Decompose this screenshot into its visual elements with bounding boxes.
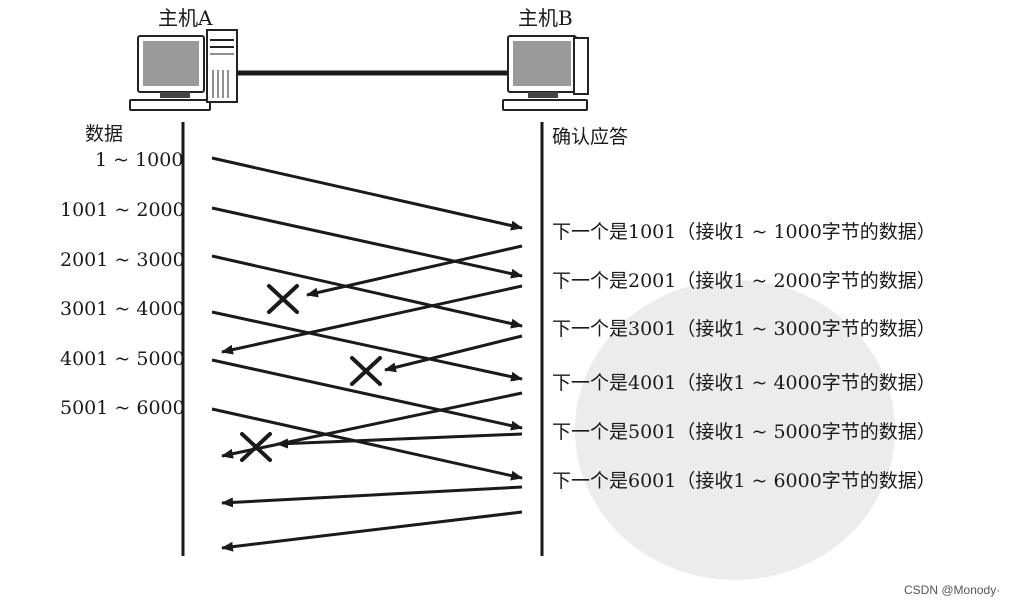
ack-label: 下一个是5001（接收1 ~ 5000字节的数据） (552, 421, 936, 443)
segment-label: 3001 ~ 4000 (60, 298, 185, 320)
data-arrow (211, 254, 523, 329)
host-a-computer-icon (129, 29, 238, 111)
ack-arrow (276, 432, 523, 449)
lost-ack-mark-icon (350, 356, 382, 386)
ack-arrows (221, 244, 523, 552)
data-arrows (211, 156, 523, 481)
ack-arrow (221, 391, 523, 459)
data-arrow (211, 206, 523, 279)
ack-label: 下一个是6001（接收1 ~ 6000字节的数据） (552, 470, 936, 492)
ack-label: 下一个是4001（接收1 ~ 4000字节的数据） (552, 372, 936, 394)
ack-arrow (221, 510, 523, 552)
host-b-computer-icon (502, 35, 589, 111)
data-arrow (211, 358, 523, 431)
segment-label: 1001 ~ 2000 (60, 199, 185, 221)
ack-arrow (384, 334, 523, 373)
segment-label: 1 ~ 1000 (95, 149, 183, 171)
segment-label: 5001 ~ 6000 (60, 397, 185, 419)
ack-column-title: 确认应答 (552, 126, 628, 148)
data-arrow (211, 156, 523, 231)
data-arrow (211, 407, 523, 481)
host-a-label: 主机A (158, 6, 213, 30)
background-seal (575, 280, 895, 580)
ack-label: 下一个是3001（接收1 ~ 3000字节的数据） (552, 318, 936, 340)
lost-ack-mark-icon (240, 432, 272, 462)
ack-label: 下一个是2001（接收1 ~ 2000字节的数据） (552, 270, 936, 292)
ack-arrow (306, 244, 523, 298)
host-b-label: 主机B (518, 6, 573, 30)
segment-label: 4001 ~ 5000 (60, 348, 185, 370)
watermark: CSDN @Monody· (904, 583, 1000, 597)
lost-ack-mark-icon (267, 284, 299, 314)
data-column-title: 数据 (85, 123, 123, 145)
segment-label: 2001 ~ 3000 (60, 249, 185, 271)
ack-arrow (221, 485, 523, 508)
data-arrow (211, 310, 523, 382)
ack-arrow (221, 284, 523, 355)
ack-label: 下一个是1001（接收1 ~ 1000字节的数据） (552, 221, 936, 243)
